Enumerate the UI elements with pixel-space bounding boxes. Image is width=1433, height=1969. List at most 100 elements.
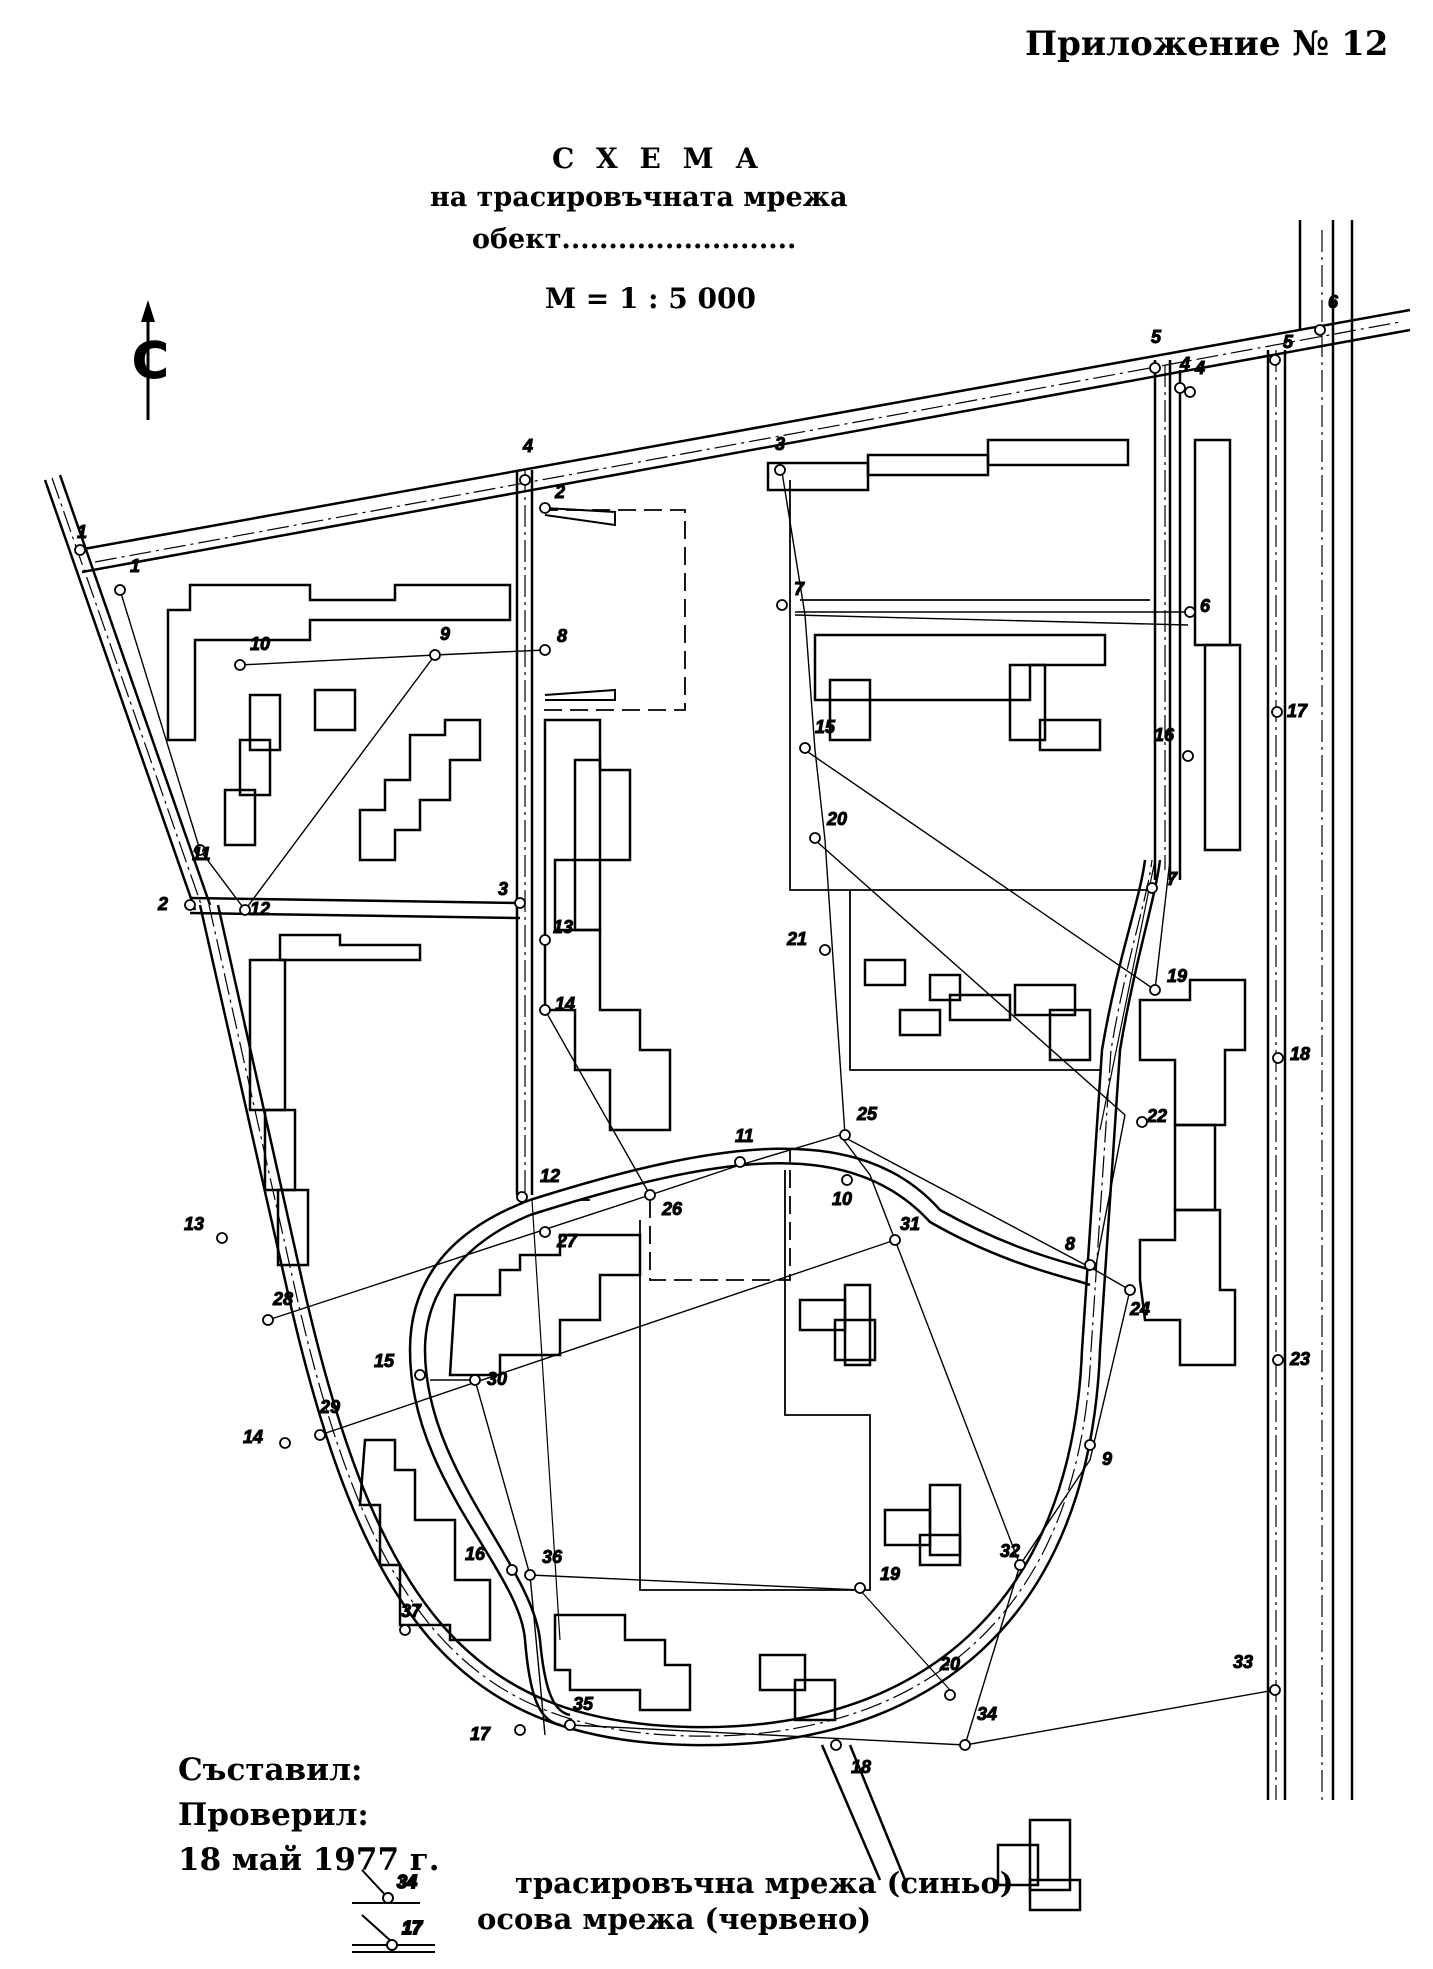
axis-point-marker — [519, 474, 531, 486]
trace-point-marker — [839, 1129, 851, 1141]
axis-point-marker — [279, 1437, 291, 1449]
object-line: обект......................... — [472, 224, 797, 255]
axis-point-marker — [1149, 362, 1161, 374]
trace-point-label: 6 — [1200, 596, 1211, 616]
trace-point-label: 9 — [440, 624, 450, 644]
trace-point-marker — [262, 1314, 274, 1326]
axis-point-marker — [216, 1232, 228, 1244]
axis-point-label: 4 — [522, 436, 533, 456]
appendix-number: Приложение № 12 — [1025, 24, 1389, 64]
axis-point-label: 1 — [77, 522, 87, 542]
survey-markers — [74, 324, 1326, 1751]
axis-point-label: 16 — [465, 1544, 486, 1564]
axis-point-label: 3 — [498, 879, 508, 899]
axis-point-marker — [74, 544, 86, 556]
axis-point-label: 17 — [1287, 701, 1308, 721]
trace-point-label: 12 — [250, 899, 270, 919]
trace-point-marker — [774, 464, 786, 476]
axis-point-marker — [506, 1564, 518, 1576]
site-plots — [540, 480, 1150, 1591]
trace-point-label: 21 — [786, 929, 807, 949]
trace-point-marker — [539, 934, 551, 946]
trace-network — [119, 471, 1276, 1746]
trace-point-marker — [539, 1004, 551, 1016]
trace-point-label: 31 — [900, 1214, 920, 1234]
north-arrow-icon: С — [132, 300, 169, 420]
trace-point-label: 14 — [555, 994, 575, 1014]
north-arrow-letter: С — [132, 332, 169, 390]
trace-point-label: 26 — [661, 1199, 683, 1219]
axis-point-marker — [841, 1174, 853, 1186]
trace-point-label: 28 — [272, 1289, 293, 1309]
trace-point-marker — [959, 1739, 971, 1751]
axis-point-marker — [1272, 1354, 1284, 1366]
trace-point-label: 30 — [487, 1369, 507, 1389]
axis-point-marker — [1174, 382, 1186, 394]
axis-point-marker — [1271, 706, 1283, 718]
trace-point-label: 32 — [1000, 1541, 1020, 1561]
trace-point-marker — [524, 1569, 536, 1581]
legend-trace-network-label: трасировъчна мрежа (синьо) — [515, 1866, 1014, 1900]
trace-point-marker — [1184, 386, 1196, 398]
outer-ring-road — [198, 859, 1162, 1747]
compiled-by-label: Съставил: — [178, 1752, 363, 1788]
trace-point-label: 7 — [794, 579, 805, 599]
trace-point-label: 24 — [1129, 1299, 1150, 1319]
road-stubs — [544, 507, 616, 701]
trace-point-marker — [399, 1624, 411, 1636]
axis-point-label: 18 — [1290, 1044, 1310, 1064]
axis-point-marker — [1269, 354, 1281, 366]
axis-point-marker — [184, 899, 196, 911]
axis-point-label: 11 — [735, 1126, 754, 1146]
axis-point-label: 18 — [851, 1757, 871, 1777]
axis-point-marker — [1272, 1052, 1284, 1064]
axis-network — [531, 859, 1156, 1691]
legend-symbols: 34 17 — [352, 1869, 435, 1953]
scheme-title: С Х Е М А — [552, 142, 765, 175]
trace-point-marker — [539, 644, 551, 656]
axis-point-label: 5 — [1151, 327, 1162, 347]
trace-point-label: 29 — [319, 1397, 340, 1417]
trace-point-label: 8 — [557, 626, 567, 646]
scheme-subtitle: на трасировъчната мрежа — [430, 182, 848, 213]
trace-point-marker — [194, 844, 206, 856]
legend-axis-network-label: осова мрежа (червено) — [477, 1902, 872, 1936]
scale-label: М = 1 : 5 000 — [545, 282, 756, 315]
axis-point-label: 14 — [243, 1427, 263, 1447]
axis-point-label: 5 — [1283, 332, 1294, 352]
trace-point-label: 13 — [553, 917, 573, 937]
axis-point-label: 6 — [1328, 292, 1339, 312]
trace-point-marker — [1014, 1559, 1026, 1571]
axis-point-label: 9 — [1102, 1449, 1112, 1469]
checked-by-label: Проверил: — [178, 1797, 369, 1833]
date-label: 18 май 1977 г. — [178, 1842, 440, 1878]
trace-point-marker — [1182, 750, 1194, 762]
trace-point-label: 11 — [192, 844, 211, 864]
axis-point-marker — [1314, 324, 1326, 336]
axis-point-label: 17 — [470, 1724, 491, 1744]
axis-point-label: 23 — [1289, 1349, 1310, 1369]
trace-point-label: 37 — [401, 1601, 422, 1621]
trace-point-marker — [564, 1719, 576, 1731]
axis-point-marker — [516, 1191, 528, 1203]
trace-point-label: 4 — [1194, 358, 1205, 378]
axis-point-label: 2 — [157, 894, 168, 914]
axis-point-label: 20 — [939, 1654, 960, 1674]
trace-point-label: 22 — [1146, 1106, 1167, 1126]
axis-point-marker — [830, 1739, 842, 1751]
axis-point-marker — [1146, 882, 1158, 894]
trace-point-label: 25 — [856, 1104, 878, 1124]
trace-point-label: 35 — [573, 1694, 594, 1714]
trace-point-label: 33 — [1233, 1652, 1253, 1672]
axis-point-label: 4 — [1179, 354, 1190, 374]
inner-ring-road — [408, 1147, 1091, 1727]
legend-axis-sample-number: 17 — [402, 1918, 423, 1938]
axis-point-marker — [514, 1724, 526, 1736]
trace-point-marker — [809, 832, 821, 844]
axis-point-marker — [514, 897, 526, 909]
axis-point-label: 8 — [1065, 1234, 1075, 1254]
axis-point-label: 10 — [832, 1189, 852, 1209]
trace-point-marker — [1269, 1684, 1281, 1696]
